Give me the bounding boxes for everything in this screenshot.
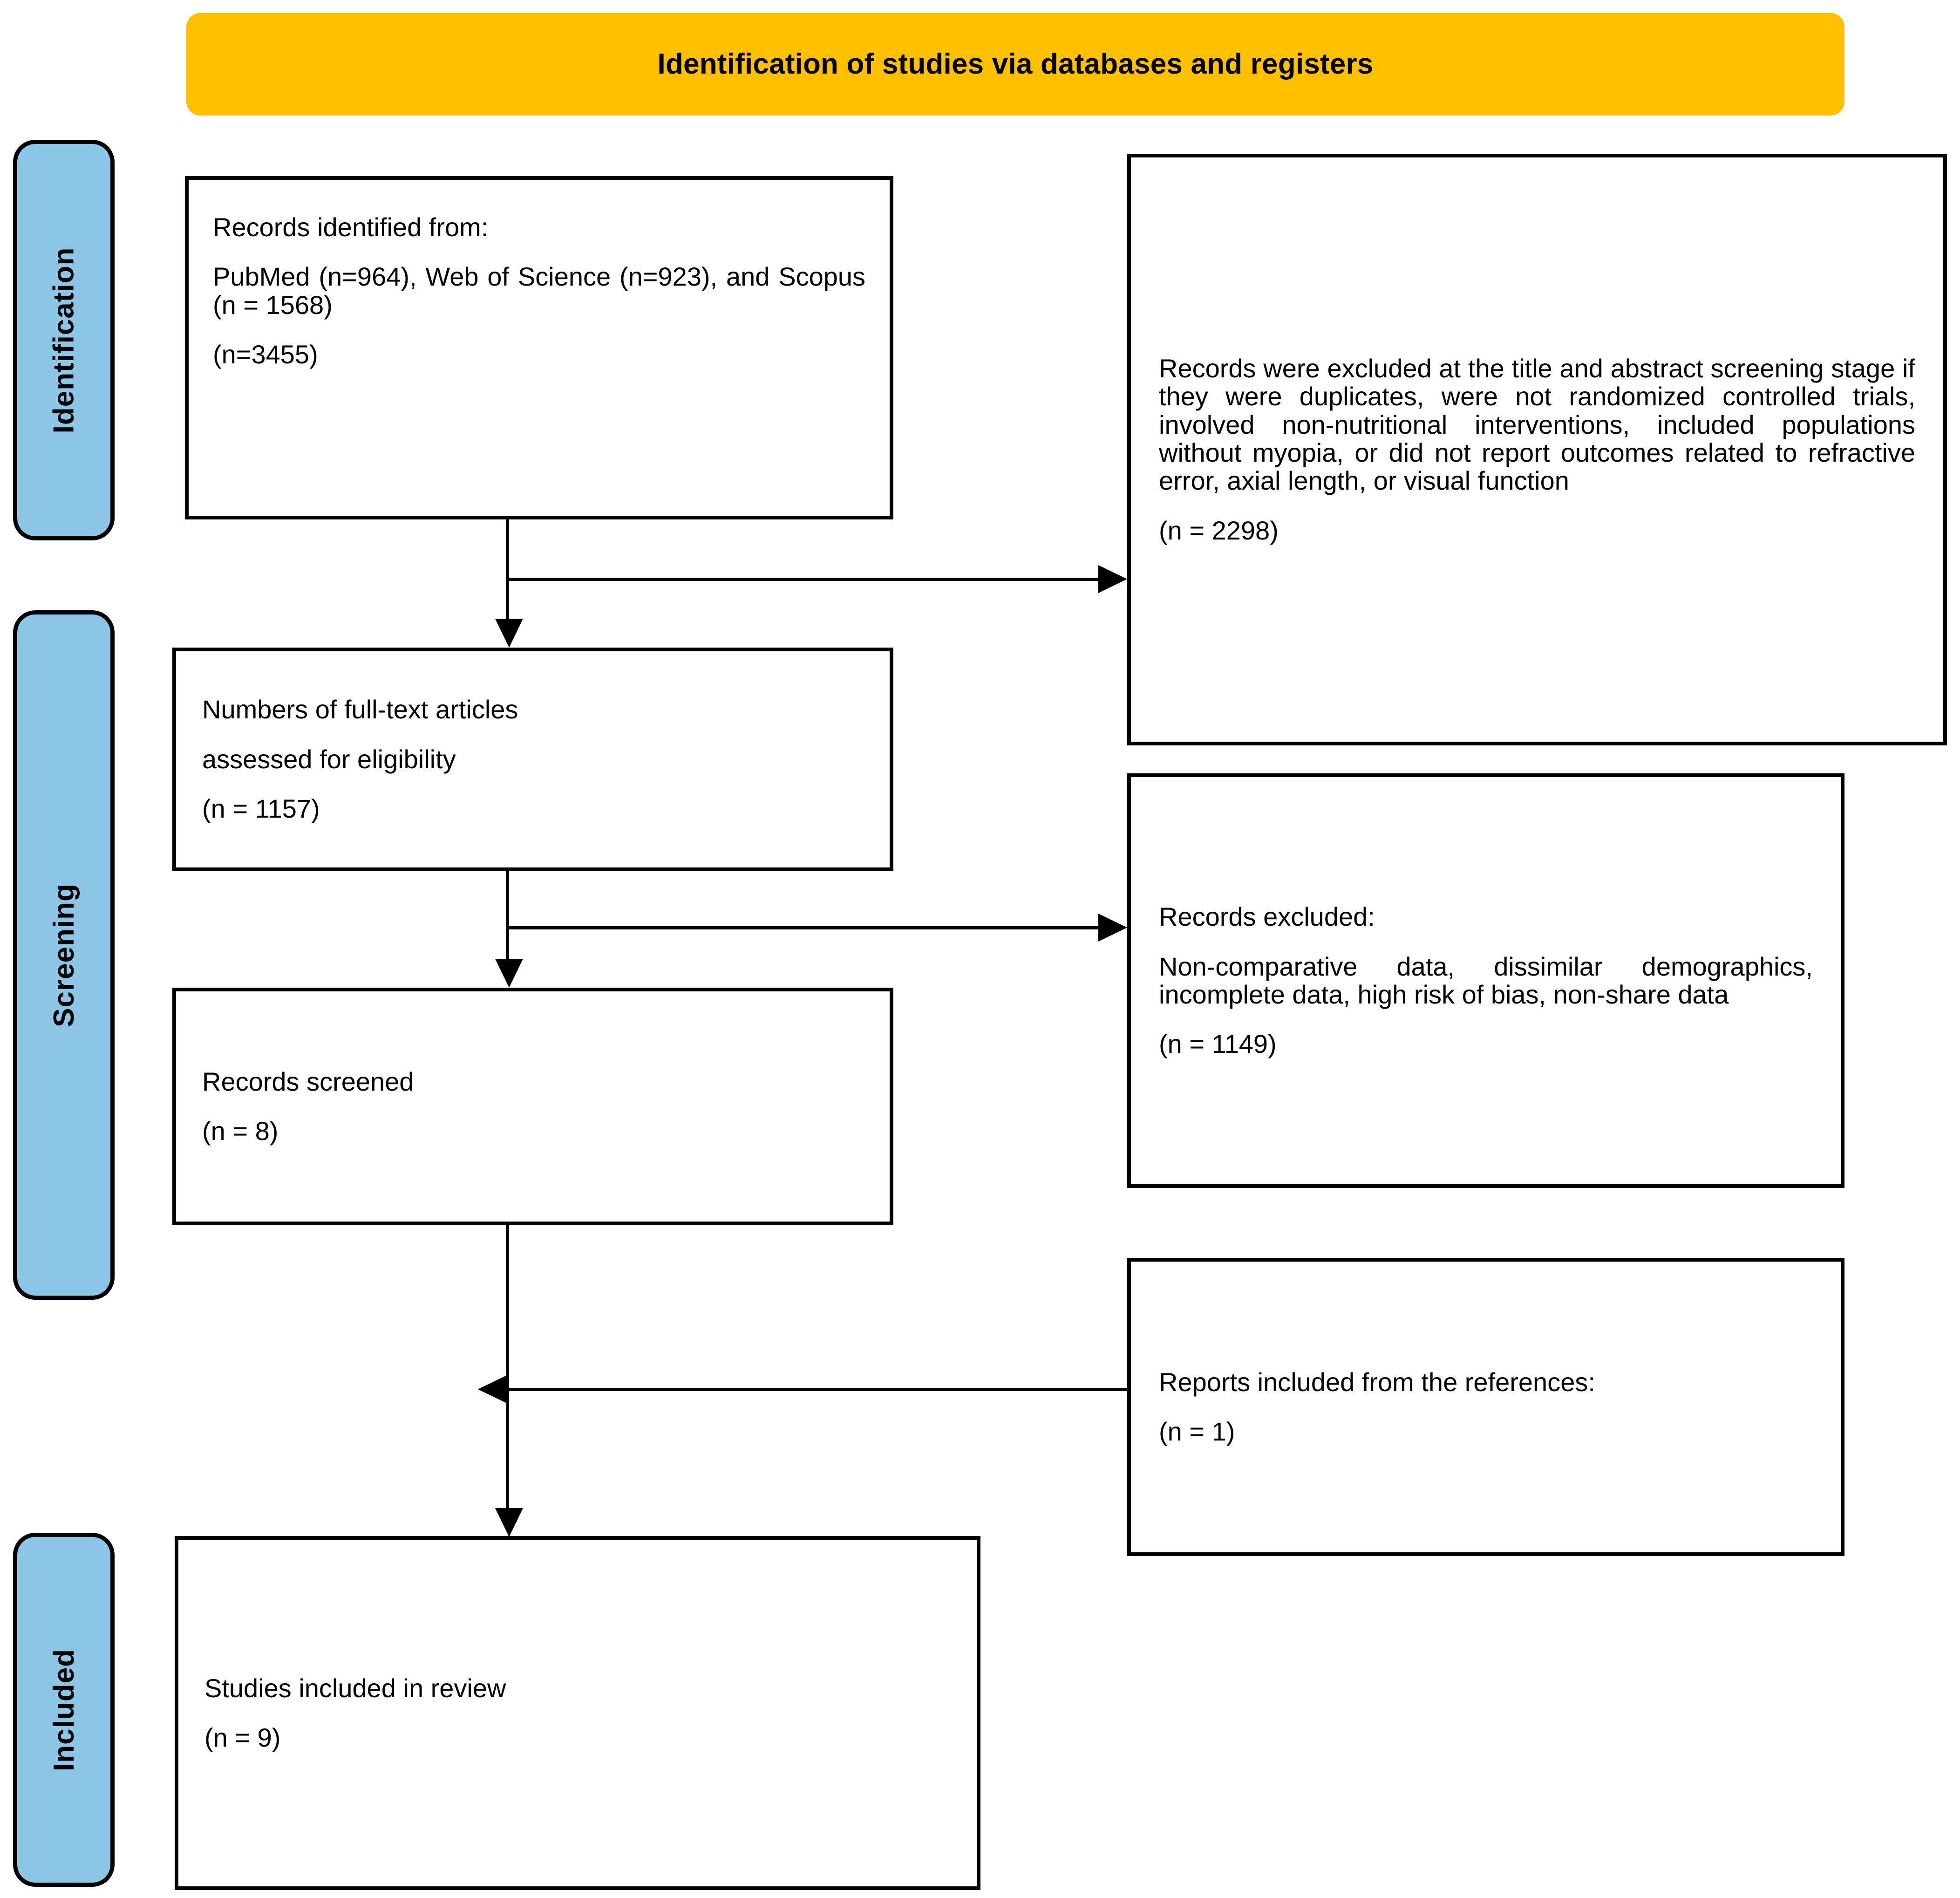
excluded-title-abstract-count: (n = 2298) (1159, 515, 1279, 545)
arrowhead-identified-to-fulltext (495, 619, 523, 648)
connector-screened-to-included-vertical (506, 1225, 509, 1514)
full-text-count: (n = 1157) (202, 794, 320, 824)
records-identified-line-2: PubMed (n=964), Web of Science (n=923), … (213, 262, 865, 320)
arrowhead-identified-to-excluded (1098, 565, 1127, 593)
node-records-excluded-title-abstract: Records were excluded at the title and a… (1127, 154, 1947, 745)
reports-references-count: (n = 1) (1159, 1417, 1235, 1446)
full-text-line-2: assessed for eligibility (202, 744, 456, 774)
records-screened-label: Records screened (202, 1066, 414, 1096)
stage-bar-included: Included (13, 1533, 115, 1887)
full-text-line-1: Numbers of full-text articles (202, 695, 518, 724)
node-records-screened: Records screened (n = 8) (172, 988, 893, 1225)
node-records-identified: Records identified from: PubMed (n=964),… (185, 176, 893, 519)
stage-label-identification: Identification (48, 247, 80, 433)
records-screened-count: (n = 8) (202, 1116, 279, 1146)
studies-included-count: (n = 9) (204, 1723, 281, 1752)
connector-identified-to-excluded-horizontal (506, 578, 1099, 581)
excluded-title-abstract-body: Records were excluded at the title and a… (1159, 353, 1915, 496)
records-excluded-count: (n = 1149) (1159, 1029, 1277, 1059)
arrowhead-references-to-included (478, 1375, 507, 1403)
arrowhead-fulltext-to-excluded (1098, 914, 1127, 942)
connector-fulltext-to-screened-vertical (506, 871, 509, 964)
records-excluded-body: Non-comparative data, dissimilar demogra… (1159, 951, 1813, 1009)
node-studies-included: Studies included in review (n = 9) (175, 1536, 980, 1890)
stage-label-screening: Screening (48, 883, 80, 1027)
node-full-text-assessed: Numbers of full-text articles assessed f… (172, 648, 893, 871)
arrowhead-fulltext-to-screened (495, 959, 523, 988)
arrowhead-screened-to-included (495, 1508, 523, 1537)
stage-bar-screening: Screening (13, 610, 115, 1300)
connector-identified-to-fulltext-vertical (506, 519, 509, 623)
stage-bar-identification: Identification (13, 140, 115, 540)
node-records-excluded: Records excluded: Non-comparative data, … (1127, 773, 1844, 1188)
diagram-title: Identification of studies via databases … (657, 48, 1374, 80)
node-reports-from-references: Reports included from the references: (n… (1127, 1258, 1844, 1556)
connector-fulltext-to-excluded-horizontal (506, 926, 1099, 929)
records-identified-line-3: (n=3455) (213, 340, 318, 369)
connector-references-to-included-horizontal (506, 1388, 1127, 1391)
stage-label-included: Included (48, 1648, 80, 1771)
reports-references-label: Reports included from the references: (1159, 1367, 1595, 1397)
studies-included-label: Studies included in review (204, 1673, 506, 1703)
diagram-title-banner: Identification of studies via databases … (186, 13, 1844, 116)
records-identified-line-1: Records identified from: (213, 212, 489, 242)
records-excluded-heading: Records excluded: (1159, 902, 1375, 932)
